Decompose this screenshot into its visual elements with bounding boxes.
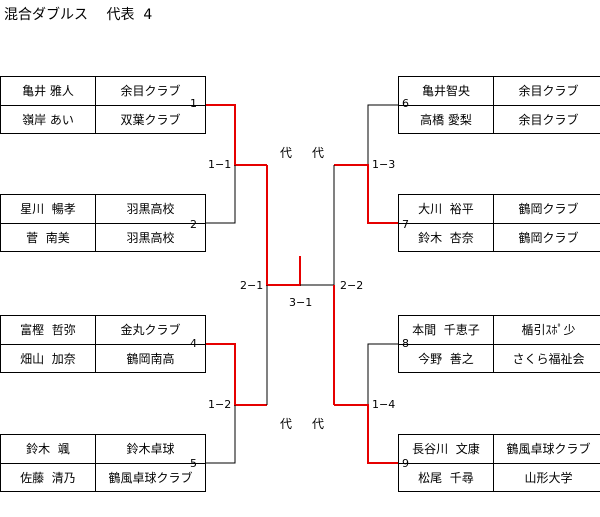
bracket-line-win bbox=[266, 165, 301, 286]
player-club: 鈴木卓球 bbox=[126, 442, 175, 456]
player-club: 余目クラブ bbox=[518, 113, 579, 127]
team-number: 9 bbox=[402, 457, 409, 470]
player-name: 鈴木 杏奈 bbox=[418, 231, 474, 245]
player-name: 富樫 哲弥 bbox=[20, 323, 76, 337]
player-club: 余目クラブ bbox=[518, 84, 579, 98]
team-number: 6 bbox=[402, 97, 409, 110]
match-label: 1−3 bbox=[372, 158, 396, 171]
team-number: 1 bbox=[190, 97, 197, 110]
player-name: 亀井智央 bbox=[421, 84, 470, 98]
player-name: 亀井 雅人 bbox=[22, 84, 74, 98]
player-name: 本間 千恵子 bbox=[412, 323, 480, 337]
team-card-6: 亀井智央余目クラブ 高橋 愛梨余目クラブ bbox=[398, 76, 600, 134]
player-name: 長谷川 文康 bbox=[412, 442, 480, 456]
bracket-line-win bbox=[206, 104, 267, 166]
representative-label: 代 bbox=[312, 146, 325, 160]
player-club: 金丸クラブ bbox=[120, 323, 181, 337]
player-club: 鶴風卓球クラブ bbox=[108, 471, 193, 485]
team-card-7: 大川 裕平鶴岡クラブ 鈴木 杏奈鶴岡クラブ bbox=[398, 194, 600, 252]
match-label: 1−2 bbox=[208, 398, 232, 411]
player-name: 今野 善之 bbox=[418, 352, 474, 366]
team-number: 7 bbox=[402, 218, 409, 231]
team-number: 8 bbox=[402, 337, 409, 350]
player-name: 佐藤 清乃 bbox=[20, 471, 76, 485]
player-club: 鶴風卓球クラブ bbox=[506, 442, 591, 456]
bracket-line bbox=[367, 104, 398, 165]
match-label: 1−1 bbox=[208, 158, 232, 171]
team-card-9: 長谷川 文康 鶴風卓球クラブ 松尾 千尋 山形大学 bbox=[398, 434, 600, 492]
player-club: 鶴岡クラブ bbox=[518, 231, 579, 245]
team-card-1: 亀井 雅人 余目クラブ 嶺岸 あい 双葉クラブ bbox=[0, 76, 206, 134]
player-club: 羽黒高校 bbox=[126, 231, 175, 245]
bracket-line bbox=[367, 343, 398, 405]
match-label: 2−2 bbox=[340, 279, 364, 292]
player-club: 鶴岡クラブ bbox=[518, 202, 579, 216]
player-name: 嶺岸 あい bbox=[22, 113, 74, 127]
player-club: 余目クラブ bbox=[120, 84, 181, 98]
match-label: 2−1 bbox=[240, 279, 264, 292]
match-label: 3−1 bbox=[289, 296, 313, 309]
player-name: 畑山 加奈 bbox=[20, 352, 76, 366]
player-club: 羽黒高校 bbox=[126, 202, 175, 216]
player-name: 鈴木 颯 bbox=[26, 442, 70, 456]
player-name: 菅 南美 bbox=[26, 231, 70, 245]
bracket-line bbox=[206, 165, 236, 224]
bracket-line-win bbox=[206, 343, 267, 406]
player-club: 楯引ｽﾎﾟ少 bbox=[521, 323, 576, 337]
bracket-line bbox=[206, 405, 236, 464]
player-name: 高橋 愛梨 bbox=[420, 113, 472, 127]
page-title: 混合ダブルス 代表 4 bbox=[4, 7, 153, 23]
bracket-line-win bbox=[334, 164, 398, 224]
bracket-line bbox=[300, 165, 335, 286]
representative-label: 代 bbox=[312, 417, 325, 431]
team-card-8: 本間 千恵子 楯引ｽﾎﾟ少 今野 善之 さくら福祉会 bbox=[398, 315, 600, 373]
player-name: 松尾 千尋 bbox=[418, 471, 474, 485]
team-number: 4 bbox=[190, 337, 197, 350]
player-name: 大川 裕平 bbox=[418, 202, 474, 216]
representative-label: 代 bbox=[280, 146, 293, 160]
team-card-4: 富樫 哲弥 金丸クラブ 畑山 加奈 鶴岡南高 bbox=[0, 315, 206, 373]
player-club: 鶴岡南高 bbox=[126, 352, 175, 366]
player-name: 星川 暢孝 bbox=[20, 202, 76, 216]
bracket-line-win bbox=[334, 404, 398, 464]
representative-label: 代 bbox=[280, 417, 293, 431]
match-label: 1−4 bbox=[372, 398, 396, 411]
player-club: 山形大学 bbox=[524, 471, 573, 485]
team-number: 2 bbox=[190, 218, 197, 231]
player-club: 双葉クラブ bbox=[120, 113, 181, 127]
player-club: さくら福祉会 bbox=[512, 352, 585, 366]
team-card-5: 鈴木 颯 鈴木卓球 佐藤 清乃 鶴風卓球クラブ bbox=[0, 434, 206, 492]
team-card-2: 星川 暢孝羽黒高校 菅 南美羽黒高校 bbox=[0, 194, 206, 252]
team-number: 5 bbox=[190, 457, 197, 470]
